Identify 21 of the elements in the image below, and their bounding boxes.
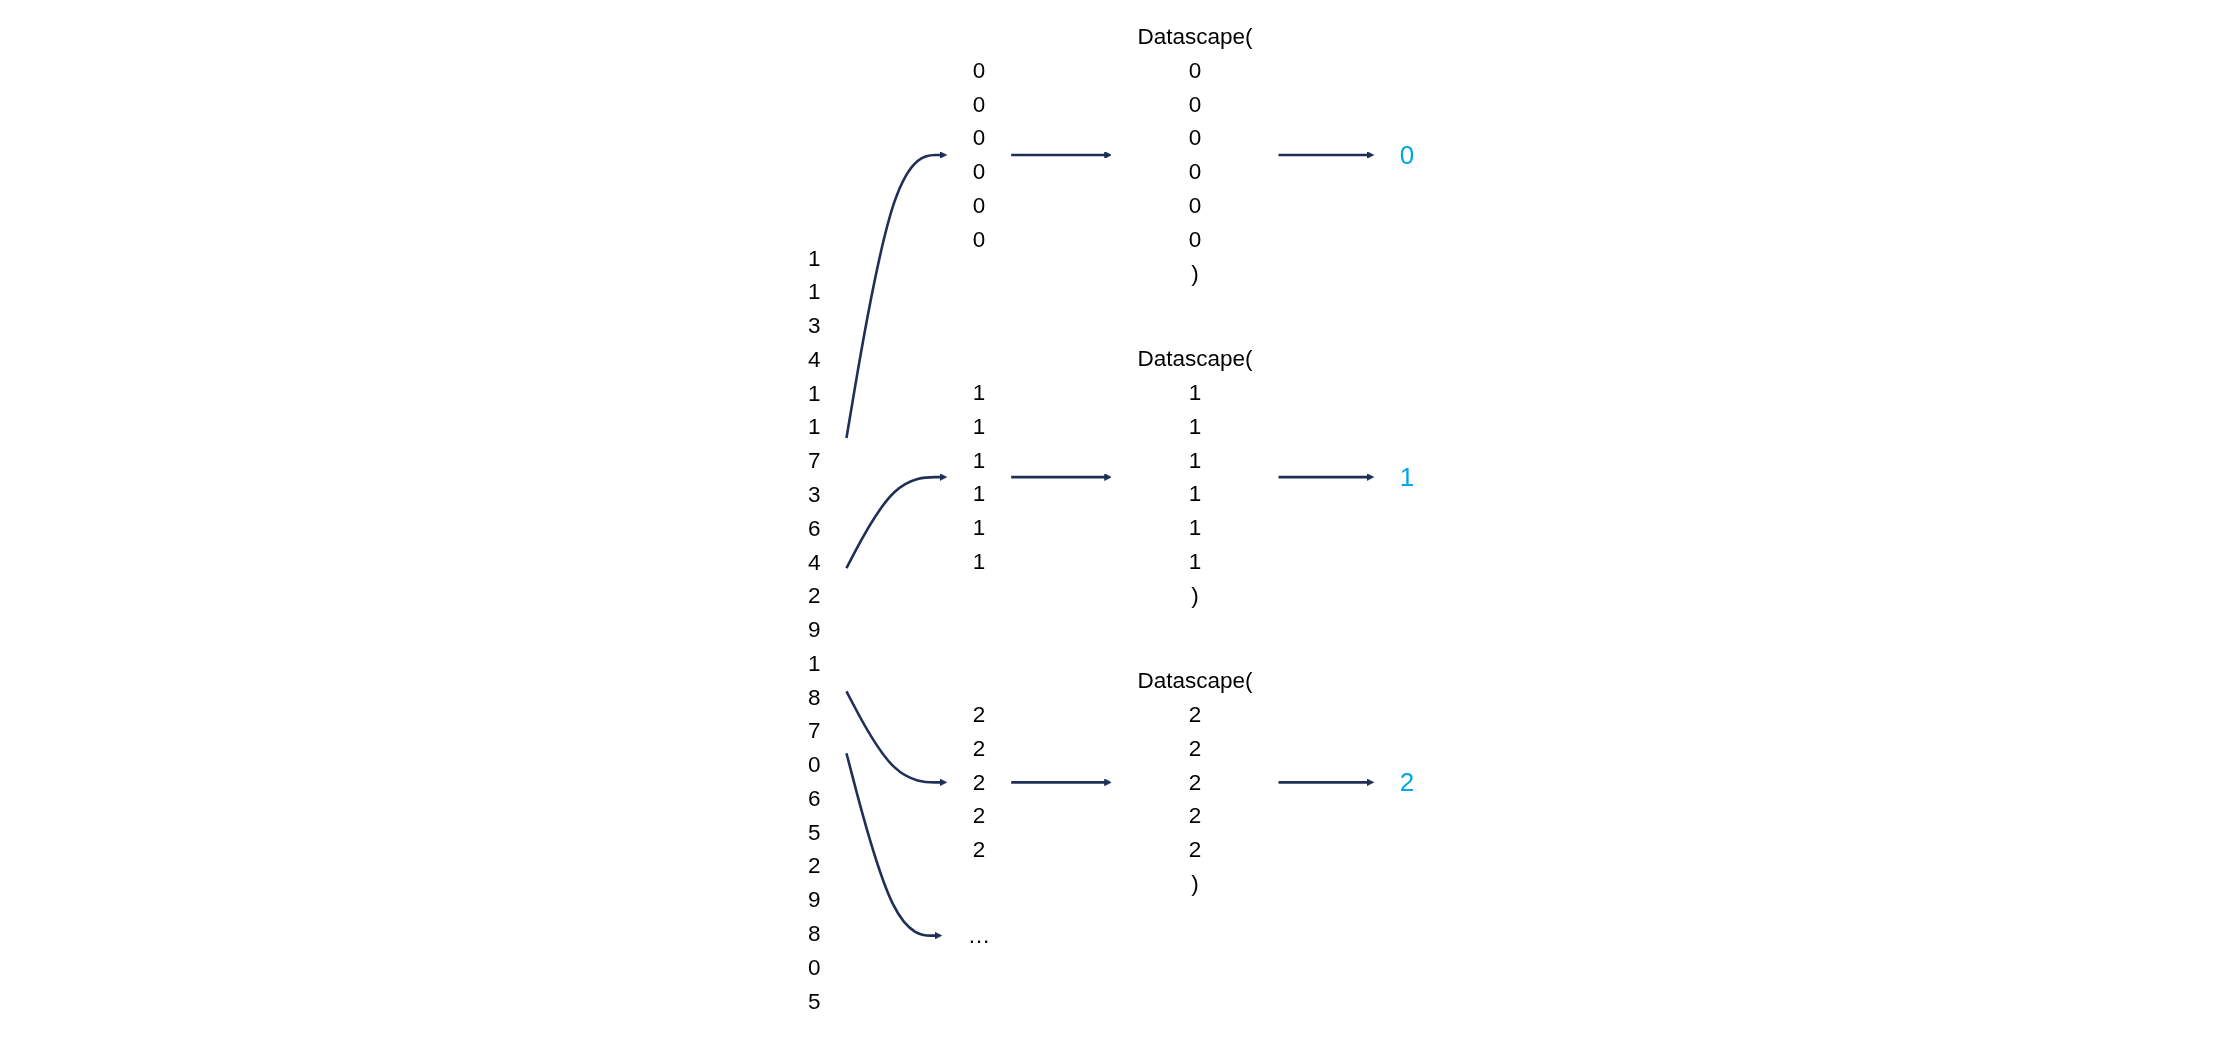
arrow xyxy=(1278,151,1375,159)
arrow xyxy=(845,473,948,569)
node-text: 2 2 2 2 2 xyxy=(973,701,986,863)
arrow xyxy=(845,752,943,940)
node-text: Datascape( 0 0 0 0 0 0 ) xyxy=(1137,23,1253,286)
node-text: 1 1 3 4 1 1 7 3 6 4 2 9 1 8 7 0 6 5 2 9 8 0 5 xyxy=(808,244,821,1014)
arrow xyxy=(1278,473,1375,481)
node-text: … xyxy=(968,922,991,949)
node-text: Datascape( 2 2 2 2 2 ) xyxy=(1137,667,1253,897)
arrow xyxy=(1011,778,1113,787)
node-text: 1 xyxy=(1400,462,1415,492)
arrow xyxy=(845,151,948,439)
arrow xyxy=(1011,473,1113,481)
node-text: 1 1 1 1 1 1 xyxy=(973,379,986,575)
node-text: 2 xyxy=(1400,768,1415,797)
arrow xyxy=(1011,151,1113,159)
arrow xyxy=(845,690,948,787)
arrow xyxy=(1278,778,1375,787)
node-text: 0 xyxy=(1400,140,1415,170)
node-text: Datascape( 1 1 1 1 1 1 ) xyxy=(1137,345,1253,608)
node-text: 0 0 0 0 0 0 xyxy=(973,57,986,252)
